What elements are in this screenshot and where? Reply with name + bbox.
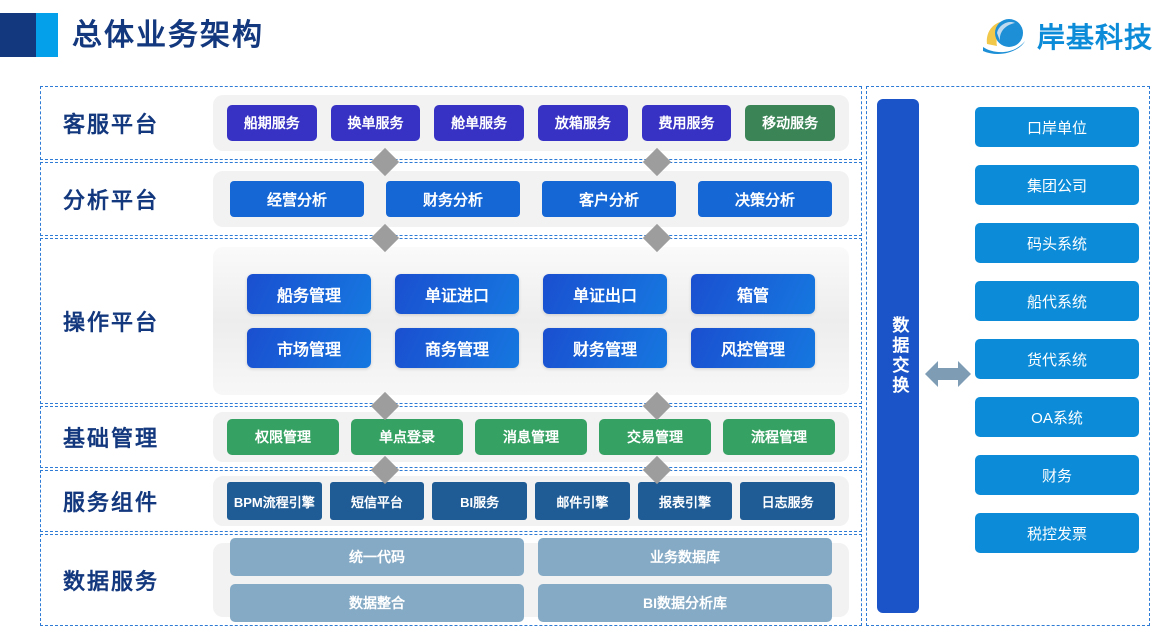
chip-base-management[interactable]: 权限管理 (227, 419, 339, 455)
section-service-component: 服务组件 BPM流程引擎 短信平台 BI服务 邮件引擎 报表引擎 日志服务 (40, 470, 862, 532)
section-customer-service: 客服平台 船期服务 换单服务 舱单服务 放箱服务 费用服务 移动服务 (40, 86, 862, 160)
chip-base-management[interactable]: 流程管理 (723, 419, 835, 455)
chip-operation[interactable]: 箱管 (691, 274, 815, 314)
external-system-box[interactable]: 口岸单位 (975, 107, 1139, 147)
data-exchange-label: 数据交换 (889, 316, 909, 396)
chip-service-component[interactable]: BI服务 (432, 482, 527, 520)
chip-service-component[interactable]: 日志服务 (740, 482, 836, 520)
logo-text: 岸基科技 (1036, 22, 1153, 53)
accent-light-block (36, 13, 58, 57)
chip-analysis[interactable]: 经营分析 (230, 181, 364, 217)
accent-dark-block (0, 13, 38, 57)
chip-analysis[interactable]: 财务分析 (386, 181, 520, 217)
external-system-box[interactable]: 码头系统 (975, 223, 1139, 263)
header-accent-bar (0, 13, 58, 57)
chip-customer-service[interactable]: 船期服务 (226, 105, 317, 141)
chip-data-service[interactable]: BI数据分析库 (538, 584, 832, 622)
chip-operation[interactable]: 单证出口 (543, 274, 667, 314)
chip-operation[interactable]: 财务管理 (543, 328, 667, 368)
section-label-operation: 操作平台 (63, 310, 160, 335)
chip-operation[interactable]: 市场管理 (247, 328, 371, 368)
external-system-box[interactable]: OA系统 (975, 397, 1139, 437)
section-data-service: 数据服务 统一代码 业务数据库 数据整合 BI数据分析库 (40, 534, 862, 626)
section-operation: 操作平台 船务管理 单证进口 单证出口 箱管 市场管理 商务管理 财务管理 (40, 238, 862, 404)
double-headed-arrow-icon (925, 357, 971, 391)
section-label-analysis: 分析平台 (63, 188, 160, 213)
chip-base-management[interactable]: 交易管理 (599, 419, 711, 455)
chip-data-service[interactable]: 数据整合 (230, 584, 524, 622)
platform-stack: 客服平台 船期服务 换单服务 舱单服务 放箱服务 费用服务 移动服务 分析平台 (40, 86, 862, 626)
chip-customer-service[interactable]: 舱单服务 (434, 105, 524, 141)
chip-base-management[interactable]: 单点登录 (351, 419, 463, 455)
chip-data-service[interactable]: 业务数据库 (538, 538, 832, 576)
external-system-box[interactable]: 税控发票 (975, 513, 1139, 553)
service-component-panel: BPM流程引擎 短信平台 BI服务 邮件引擎 报表引擎 日志服务 (213, 476, 849, 526)
external-integration-column: 数据交换 口岸单位 集团公司 码头系统 船代系统 货代系统 OA系统 财务 税控… (866, 86, 1150, 626)
operation-panel: 船务管理 单证进口 单证出口 箱管 市场管理 商务管理 财务管理 风控管理 (213, 247, 849, 395)
chip-customer-service[interactable]: 费用服务 (641, 105, 732, 141)
data-exchange-bar[interactable]: 数据交换 (877, 99, 919, 613)
chip-operation[interactable]: 单证进口 (395, 274, 519, 314)
external-frame: 数据交换 口岸单位 集团公司 码头系统 船代系统 货代系统 OA系统 财务 税控… (866, 86, 1150, 626)
chip-service-component[interactable]: 短信平台 (329, 482, 425, 520)
chip-data-service[interactable]: 统一代码 (230, 538, 524, 576)
diagram-frame: 客服平台 船期服务 换单服务 舱单服务 放箱服务 费用服务 移动服务 分析平台 (40, 86, 1150, 626)
chip-base-management[interactable]: 消息管理 (475, 419, 587, 455)
section-base-management: 基础管理 权限管理 单点登录 消息管理 交易管理 流程管理 (40, 406, 862, 468)
section-analysis: 分析平台 经营分析 财务分析 客户分析 决策分析 (40, 162, 862, 236)
section-label-data-service: 数据服务 (63, 569, 160, 594)
external-system-box[interactable]: 船代系统 (975, 281, 1139, 321)
chip-customer-service[interactable]: 换单服务 (330, 105, 421, 141)
chip-service-component[interactable]: 邮件引擎 (535, 482, 630, 520)
section-label-base-management: 基础管理 (63, 426, 160, 451)
section-label-service-component: 服务组件 (63, 490, 160, 515)
external-system-box[interactable]: 货代系统 (975, 339, 1139, 379)
chip-analysis[interactable]: 决策分析 (698, 181, 832, 217)
chip-mobile-service[interactable]: 移动服务 (745, 105, 836, 141)
chip-analysis[interactable]: 客户分析 (542, 181, 676, 217)
data-service-panel: 统一代码 业务数据库 数据整合 BI数据分析库 (213, 538, 849, 622)
page-title: 总体业务架构 (72, 19, 264, 52)
chip-operation[interactable]: 船务管理 (247, 274, 371, 314)
company-logo: 岸基科技 (981, 12, 1153, 60)
section-label-customer-service: 客服平台 (63, 112, 160, 137)
external-system-box[interactable]: 财务 (975, 455, 1139, 495)
page-header: 总体业务架构 岸基科技 (0, 0, 1157, 72)
chip-service-component[interactable]: 报表引擎 (637, 482, 733, 520)
external-system-box[interactable]: 集团公司 (975, 165, 1139, 205)
chip-operation[interactable]: 商务管理 (395, 328, 519, 368)
chip-service-component[interactable]: BPM流程引擎 (226, 482, 322, 520)
customer-service-panel: 船期服务 换单服务 舱单服务 放箱服务 费用服务 移动服务 (213, 95, 849, 151)
analysis-panel: 经营分析 财务分析 客户分析 决策分析 (213, 171, 849, 227)
external-system-list: 口岸单位 集团公司 码头系统 船代系统 货代系统 OA系统 财务 税控发票 (975, 107, 1139, 553)
circle-swoosh-logo-icon (981, 14, 1031, 58)
chip-customer-service[interactable]: 放箱服务 (538, 105, 628, 141)
chip-operation[interactable]: 风控管理 (691, 328, 815, 368)
base-management-panel: 权限管理 单点登录 消息管理 交易管理 流程管理 (213, 412, 849, 462)
